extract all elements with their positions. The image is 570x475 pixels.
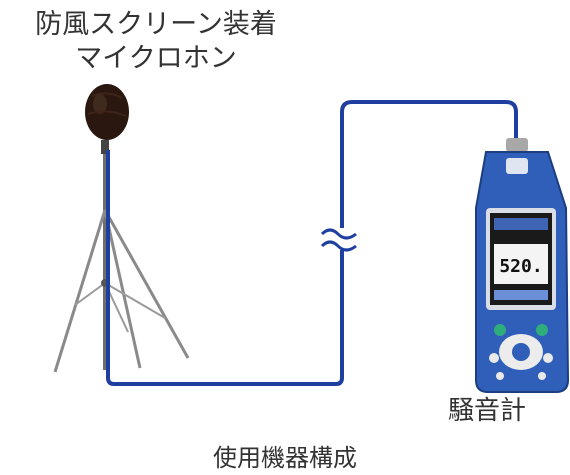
sound-level-meter-label: 騒音計 — [448, 396, 527, 426]
cable — [106, 100, 518, 386]
cable-break-symbol — [320, 228, 358, 252]
windscreen-microphone — [85, 84, 129, 140]
tripod — [53, 140, 190, 373]
sound-level-meter: 520. — [475, 138, 570, 393]
diagram-caption: 使用機器構成 — [213, 444, 357, 472]
meter-reading: 520. — [499, 256, 542, 277]
microphone-label-line1: 防風スクリーン装着 — [35, 9, 277, 40]
microphone-label-line2: マイクロホン — [75, 43, 237, 74]
microphone-label: 防風スクリーン装着 マイクロホン — [10, 8, 302, 76]
